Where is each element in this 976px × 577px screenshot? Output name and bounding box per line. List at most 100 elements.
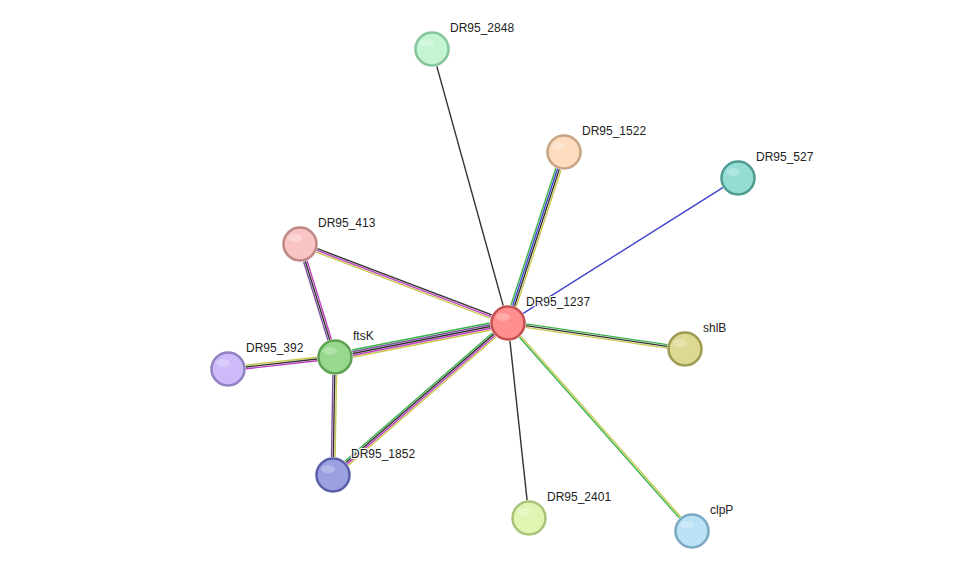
node-label: shlB xyxy=(703,321,726,335)
evidence-line xyxy=(523,188,723,314)
protein-node: DR95_1522 xyxy=(546,134,582,170)
node-disc xyxy=(284,228,317,261)
node-label: DR95_392 xyxy=(246,341,303,355)
evidence-line xyxy=(307,261,331,340)
node-disc xyxy=(513,502,546,535)
protein-node: ftsK xyxy=(317,339,353,375)
evidence-line xyxy=(513,169,558,306)
evidence-line xyxy=(526,327,667,348)
protein-node: DR95_2848 xyxy=(414,31,450,67)
evidence-line xyxy=(521,336,681,517)
interaction-edge xyxy=(332,375,337,457)
node-label: DR95_1852 xyxy=(351,447,415,461)
evidence-line xyxy=(526,326,667,347)
evidence-line xyxy=(304,262,328,341)
interaction-edge xyxy=(437,66,503,305)
evidence-line xyxy=(526,324,667,345)
node-circle xyxy=(317,339,353,375)
interaction-edge xyxy=(304,261,332,341)
evidence-line xyxy=(510,341,527,500)
node-highlight xyxy=(321,465,335,473)
evidence-line xyxy=(511,168,556,305)
node-highlight xyxy=(496,313,510,321)
node-highlight xyxy=(673,339,687,347)
node-highlight xyxy=(288,234,302,242)
node-disc xyxy=(317,459,350,492)
node-highlight xyxy=(726,168,740,176)
node-disc xyxy=(492,307,525,340)
evidence-line xyxy=(514,169,559,306)
interaction-edge xyxy=(316,249,492,319)
protein-node: DR95_392 xyxy=(210,351,246,387)
evidence-line xyxy=(332,375,333,457)
interaction-edge xyxy=(511,168,561,306)
node-disc xyxy=(669,333,702,366)
evidence-line xyxy=(246,361,317,369)
node-circle xyxy=(720,160,756,196)
evidence-line xyxy=(345,333,493,461)
node-circle xyxy=(674,513,710,549)
evidence-line xyxy=(305,261,329,340)
node-circle xyxy=(490,305,526,341)
node-circle xyxy=(546,134,582,170)
node-highlight xyxy=(552,142,566,150)
protein-node: DR95_1852 xyxy=(315,457,351,493)
node-label: DR95_527 xyxy=(756,150,813,164)
protein-node: DR95_527 xyxy=(720,160,756,196)
node-circle xyxy=(511,500,547,536)
protein-node: DR95_2401 xyxy=(511,500,547,536)
node-highlight xyxy=(216,359,230,367)
evidence-line xyxy=(353,328,491,355)
protein-node: shlB xyxy=(667,331,703,367)
interaction-edge xyxy=(519,336,680,518)
protein-node: DR95_413 xyxy=(282,226,318,262)
interaction-edge xyxy=(510,341,527,500)
node-disc xyxy=(548,136,581,169)
node-disc xyxy=(676,515,709,548)
evidence-line xyxy=(246,359,317,367)
evidence-line xyxy=(352,323,490,350)
evidence-line xyxy=(333,375,334,457)
node-label: DR95_413 xyxy=(318,216,375,230)
interaction-edge xyxy=(345,333,496,465)
protein-node: DR95_1237 xyxy=(490,305,526,341)
node-disc xyxy=(319,341,352,374)
interaction-edge xyxy=(526,324,668,348)
evidence-line xyxy=(316,252,490,318)
node-disc xyxy=(416,33,449,66)
evidence-line xyxy=(516,170,561,307)
node-disc xyxy=(212,353,245,386)
node-label: DR95_2848 xyxy=(450,21,514,35)
node-label: ftsK xyxy=(353,329,374,343)
evidence-line xyxy=(317,249,491,315)
node-highlight xyxy=(323,347,337,355)
evidence-line xyxy=(352,325,490,352)
evidence-line xyxy=(346,334,494,462)
node-label: DR95_2401 xyxy=(547,490,611,504)
interaction-edge xyxy=(246,357,318,369)
evidence-line xyxy=(353,326,491,353)
node-circle xyxy=(315,457,351,493)
node-label: DR95_1522 xyxy=(582,124,646,138)
evidence-line xyxy=(317,250,491,316)
evidence-line xyxy=(246,357,317,365)
interaction-edge xyxy=(523,188,723,314)
node-circle xyxy=(210,351,246,387)
node-highlight xyxy=(517,508,531,516)
node-highlight xyxy=(420,39,434,47)
node-circle xyxy=(414,31,450,67)
node-highlight xyxy=(680,521,694,529)
protein-node: clpP xyxy=(674,513,710,549)
evidence-line xyxy=(437,66,503,305)
node-circle xyxy=(282,226,318,262)
evidence-line xyxy=(335,375,336,457)
evidence-line xyxy=(348,337,496,465)
node-circle xyxy=(667,331,703,367)
node-label: DR95_1237 xyxy=(526,295,590,309)
evidence-line xyxy=(347,335,495,463)
evidence-line xyxy=(519,337,679,518)
node-disc xyxy=(722,162,755,195)
node-label: clpP xyxy=(710,503,733,517)
